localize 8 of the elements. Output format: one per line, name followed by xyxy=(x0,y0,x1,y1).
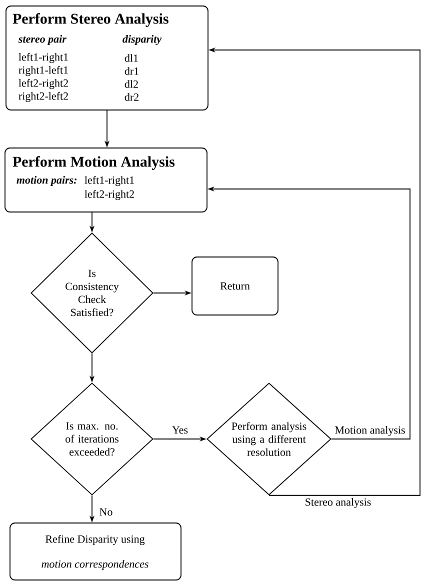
edge-label: Stereo analysis xyxy=(304,497,372,509)
process-box: Return xyxy=(192,256,278,316)
edge-label: Yes xyxy=(171,425,189,435)
edge-label: No xyxy=(98,507,114,517)
process-box: Refine Disparity using motion correspondences xyxy=(10,522,182,580)
process-box: Perform Stereo Analysis stereo pair disparity left1-right1 dl1 right1-left1 dr1 left2-right2 dl2 right2-left2 dr2 xyxy=(6,6,208,110)
process-box: Perform Motion Analysis motion pairs: left1-right1 left2-right2 xyxy=(4,148,208,212)
edge-label: Motion analysis xyxy=(334,425,406,437)
